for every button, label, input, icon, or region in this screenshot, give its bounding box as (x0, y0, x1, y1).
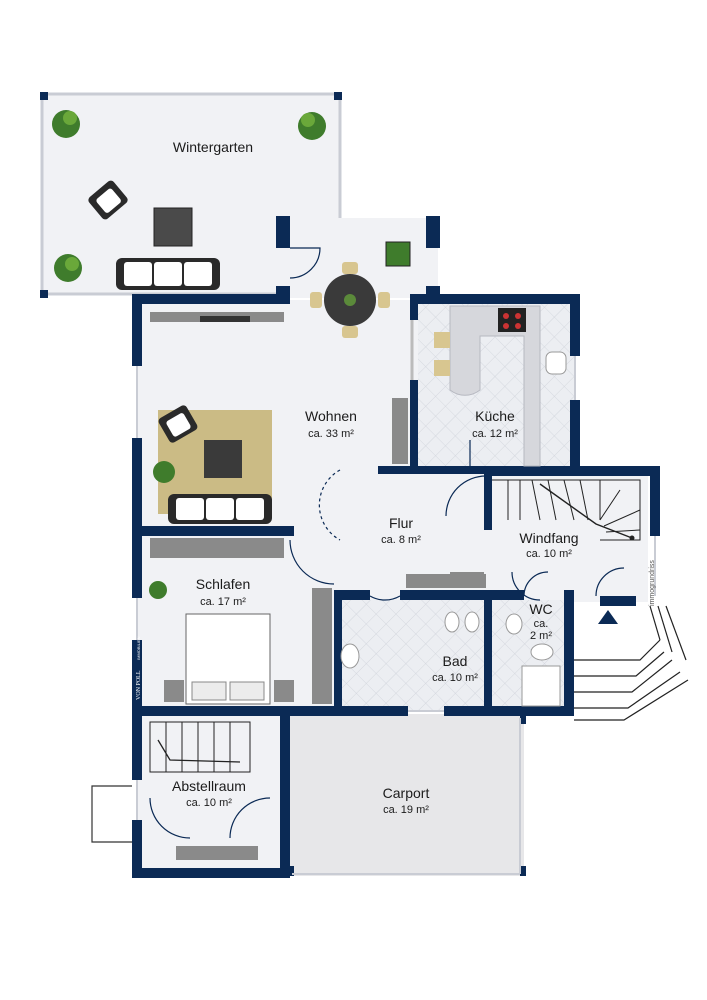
room-labels: Wintergarten Wohnen ca. 33 m² Küche ca. … (172, 139, 579, 816)
porch-plant-icon (385, 241, 411, 267)
toilet-icon (464, 611, 480, 633)
wardrobe (150, 538, 284, 558)
room-area-flur: ca. 8 m² (381, 534, 421, 546)
wohnen-furniture (150, 312, 408, 524)
sofa (168, 494, 272, 524)
room-name-flur: Flur (389, 515, 413, 531)
room-name-windfang: Windfang (519, 530, 578, 546)
logo: VON POLL IMMOBILIEN (132, 636, 142, 740)
coffee-table (204, 440, 242, 478)
stairs-windfang (492, 479, 641, 541)
room-name-kueche: Küche (475, 408, 515, 424)
windows (136, 356, 656, 820)
room-name-bad: Bad (443, 653, 468, 669)
walls (40, 92, 660, 878)
room-area-abstellraum: ca. 10 m² (186, 797, 232, 809)
sofa (116, 258, 220, 290)
shower-tray-icon (521, 665, 561, 707)
schlafen-furniture (149, 538, 332, 705)
kitchen-furniture (410, 305, 567, 467)
wardrobe (312, 588, 332, 704)
kitchen-counter (449, 305, 541, 467)
pillow (229, 681, 265, 701)
room-area-wc-line1: ca. (534, 618, 549, 630)
room-area-carport: ca. 19 m² (383, 804, 429, 816)
armchair (158, 405, 198, 443)
bad-fixtures (340, 611, 561, 707)
wintergarten-furniture (52, 110, 326, 290)
cooktop (498, 308, 526, 332)
shelf (392, 398, 408, 464)
bar-stool (434, 332, 450, 348)
door-swings (149, 247, 625, 839)
room-name-wintergarten: Wintergarten (173, 139, 253, 155)
side-table (153, 207, 193, 247)
logo-text: VON POLL (136, 670, 142, 700)
pillow (191, 681, 227, 701)
watermark-text: immogrundriss (649, 560, 656, 606)
tv (200, 316, 250, 322)
dining-table (310, 262, 390, 338)
room-name-wohnen: Wohnen (305, 408, 357, 424)
wc-washbasin-icon (530, 643, 554, 661)
room-area-kueche: ca. 12 m² (472, 428, 518, 440)
windfang-floor (488, 472, 648, 602)
floors (40, 92, 648, 876)
plant-icon (149, 581, 167, 599)
toilet-icon (444, 611, 460, 633)
windfang-cabinet (450, 572, 484, 588)
room-name-wc: WC (529, 601, 552, 617)
abstellraum-cabinet (176, 846, 258, 860)
room-area-windfang: ca. 10 m² (526, 548, 572, 560)
room-area-bad: ca. 10 m² (432, 672, 478, 684)
armchair (88, 180, 128, 220)
nightstand (164, 680, 184, 702)
room-name-schlafen: Schlafen (196, 576, 250, 592)
carport-outline (292, 718, 521, 875)
burner-icon (503, 313, 521, 329)
wc-toilet-icon (505, 613, 523, 635)
entrance-arrow-icon (598, 610, 618, 624)
plant-icon (153, 461, 175, 483)
washbasin-icon (340, 643, 360, 669)
room-area-schlafen: ca. 17 m² (200, 596, 246, 608)
nightstand (274, 680, 294, 702)
logo-subtext: IMMOBILIEN (136, 636, 141, 660)
carport-floor (288, 714, 524, 876)
side-entrance-step (91, 785, 132, 843)
room-area-wc-line2: 2 m² (530, 630, 552, 642)
plant-icon (52, 110, 326, 282)
bad-floor (338, 600, 488, 710)
room-name-carport: Carport (383, 785, 430, 801)
stairs-abstellraum (149, 721, 251, 773)
sink (545, 351, 567, 375)
bar-stool (434, 360, 450, 376)
room-area-wohnen: ca. 33 m² (308, 428, 354, 440)
entrance-steps (574, 605, 689, 721)
room-name-abstellraum: Abstellraum (172, 778, 246, 794)
